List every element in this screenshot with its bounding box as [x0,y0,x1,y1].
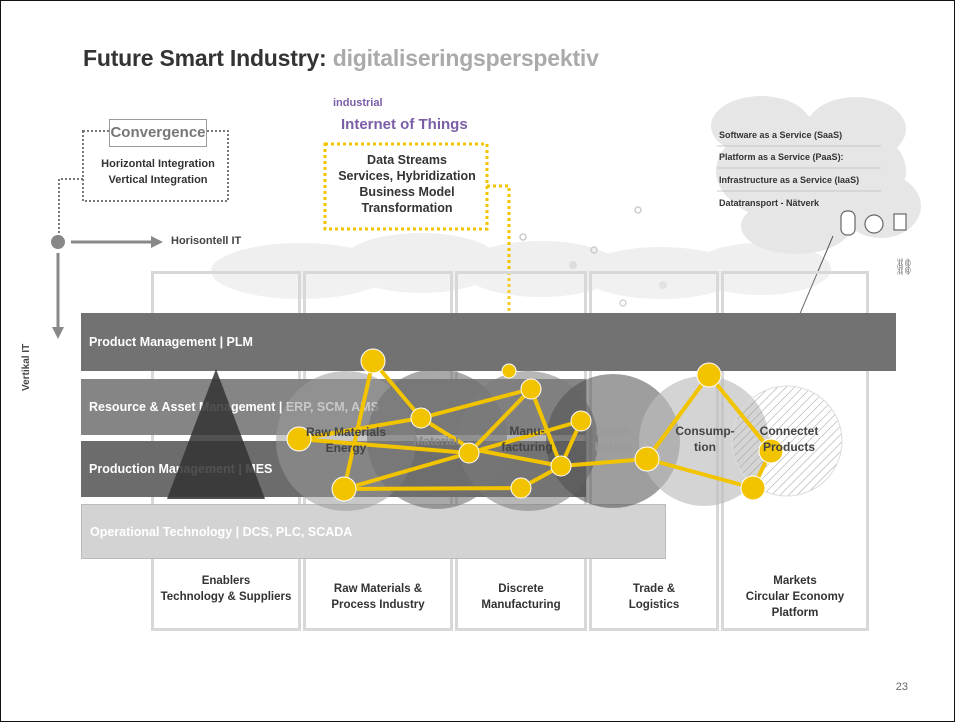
column-label-trade-logistics-line1: Trade & [632,583,676,595]
circle-label-distribution-line2: bution [594,440,632,454]
column-label-raw-materials-line2: Process Industry [331,599,425,611]
circle-label-consumption-line1: Consump- [675,424,735,438]
iot-connector [487,184,511,371]
column-label-enablers: Enablers Technology & Suppliers [153,573,299,605]
vertical-it-label: Vertikal IT [21,343,32,391]
person-icons [569,261,667,289]
circle-label-distribution-line1: Distri- [595,424,631,438]
cloud-tech-icons [840,210,907,236]
circle-label-manufacturing-line2: facturing [501,440,553,454]
circle-label-material: Material [401,433,471,449]
column-label-discrete-manufacturing: Discrete Manufacturing [457,581,585,613]
column-label-markets: Markets Circular Economy Platform [721,573,869,621]
column-label-raw-materials: Raw Materials & Process Industry [305,581,451,613]
iot-small-label: industrial [333,97,383,109]
column-label-raw-materials-line1: Raw Materials & [333,583,423,595]
column-label-enablers-line2: Technology & Suppliers [160,591,292,603]
cloud-pointer-line [795,235,834,324]
circle-label-consumption-line2: tion [694,440,716,454]
column-label-markets-line1: Markets [773,575,817,587]
page-number: 23 [895,681,908,693]
circle-label-material-line1: Material [413,434,459,448]
column-label-discrete-manufacturing-line1: Discrete [498,583,544,595]
cloud-service-lines [717,145,881,192]
iot-line-3: Business Model [359,185,455,199]
vertical-arrow-head [52,327,64,339]
cloud-network: Datatransport - Nätverk [719,198,820,208]
pyramid-shape [167,369,265,499]
iot-network-nodes [286,348,784,502]
axis-origin-dot [51,235,65,249]
database-icon [840,210,856,236]
circle-distribution [546,374,680,508]
circle-connected-products [731,385,843,497]
convergence-connector [58,178,83,241]
iot-title: Internet of Things [341,116,468,133]
cloud-saas: Software as a Service (SaaS) [719,130,843,140]
iot-line-2: Services, Hybridization [338,169,476,183]
horizontal-arrow-head [151,236,163,248]
circle-label-manufacturing-line1: Manu- [509,424,545,438]
circle-label-consumption: Consump- tion [666,423,744,455]
cloud-paas: Platform as a Service (PaaS): [719,152,844,162]
title-main: Future Smart Industry: [83,45,327,71]
circle-label-raw-materials-line1: Raw Materials [306,425,387,439]
circle-label-connected-products: Connectet Products [751,423,827,455]
cloud-icon [711,96,921,254]
convergence-title: Convergence [109,119,207,147]
convergence-details: Horizontal Integration Vertical Integrat… [91,156,225,188]
slide-title: Future Smart Industry: digitaliseringspe… [83,45,599,72]
cloud-iaas: Infrastructure as a Service (IaaS) [719,175,860,185]
column-label-discrete-manufacturing-line2: Manufacturing [481,599,561,611]
title-highlight: digitaliseringsperspektiv [332,45,599,71]
band-plm: Product Management | PLM [81,313,896,371]
column-label-markets-line2: Circular Economy Platform [745,591,845,619]
column-label-trade-logistics: Trade & Logistics [591,581,717,613]
band-ot-label: Operational Technology | DCS, PLC, SCADA [90,524,353,539]
gear-icons [519,206,642,307]
iot-line-1: Data Streams [367,153,447,167]
convergence-line-2: Vertical Integration [108,174,208,186]
circle-label-raw-materials-line2: Energy [325,441,367,455]
column-label-enablers-line1: Enablers [201,575,251,587]
horizontal-it-label: Horisontell IT [171,235,242,247]
circle-label-connected-products-line1: Connectet [759,424,819,438]
circle-label-distribution: Distri- bution [583,423,643,455]
band-ot: Operational Technology | DCS, PLC, SCADA [81,504,666,559]
lock-icon [893,213,907,231]
convergence-line-1: Horizontal Integration [101,158,215,170]
iot-description: Data Streams Services, Hybridization Bus… [331,152,483,216]
clock-icon [864,214,884,234]
band-plm-label: Product Management | PLM [89,335,253,349]
circle-label-manufacturing: Manu- facturing [491,423,563,455]
column-label-trade-logistics-line2: Logistics [628,599,680,611]
iot-line-4: Transformation [361,201,453,215]
link-icon: ⛓ [894,257,914,276]
circle-label-connected-products-line2: Products [762,440,815,454]
circle-label-raw-materials: Raw Materials Energy [306,424,386,456]
